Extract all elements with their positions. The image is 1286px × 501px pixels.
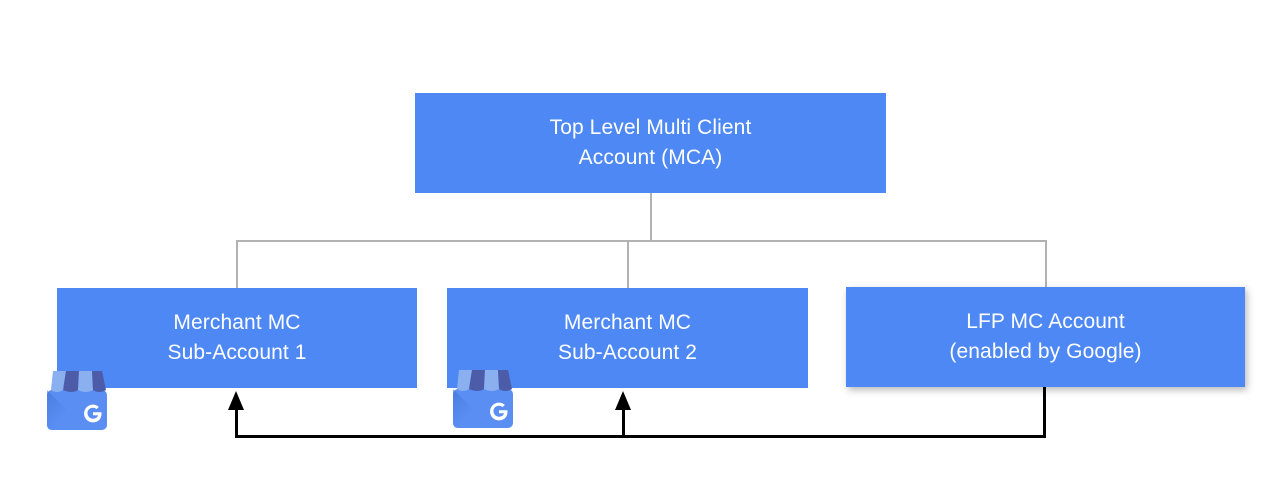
connector-drop-to-sub2 bbox=[627, 240, 629, 288]
node-lfp-mc-account[interactable]: LFP MC Account (enabled by Google) bbox=[846, 287, 1245, 387]
arrowhead-into-sub2-icon bbox=[615, 391, 631, 410]
flow-line-horizontal bbox=[235, 435, 1046, 438]
node-label-lfp: LFP MC Account (enabled by Google) bbox=[949, 310, 1142, 363]
flow-line-to-sub2 bbox=[622, 405, 625, 437]
connector-horizontal-rail bbox=[236, 240, 1047, 242]
connector-drop-to-sub1 bbox=[236, 240, 238, 288]
node-top-level-mca[interactable]: Top Level Multi Client Account (MCA) bbox=[415, 93, 886, 193]
flow-line-from-lfp bbox=[1043, 387, 1046, 438]
node-label-sub2: Merchant MC Sub-Account 2 bbox=[557, 311, 698, 364]
flow-line-to-sub1 bbox=[235, 405, 238, 437]
node-label-mca: Top Level Multi Client Account (MCA) bbox=[549, 116, 752, 169]
arrowhead-into-sub1-icon bbox=[228, 391, 244, 410]
connector-drop-to-lfp bbox=[1045, 240, 1047, 287]
connector-mca-trunk bbox=[650, 193, 652, 242]
node-label-sub1: Merchant MC Sub-Account 1 bbox=[167, 311, 307, 364]
google-my-business-icon bbox=[453, 370, 513, 428]
google-my-business-icon bbox=[47, 371, 107, 430]
node-merchant-sub-account-1[interactable]: Merchant MC Sub-Account 1 bbox=[57, 288, 417, 388]
